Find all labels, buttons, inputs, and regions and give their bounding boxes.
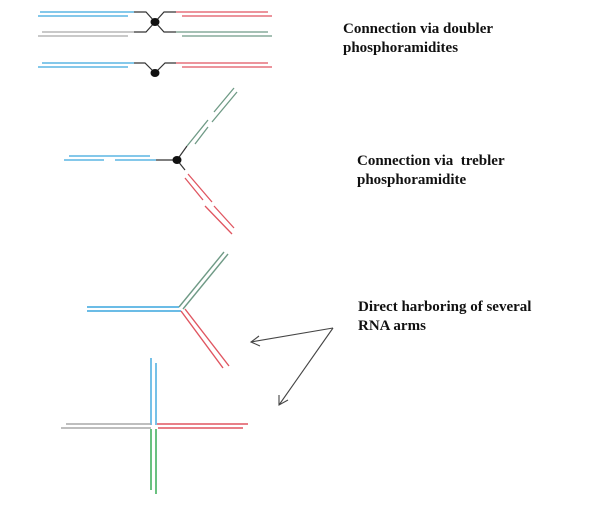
- arrow-to-three-arm: [250, 327, 334, 343]
- linker: [134, 11, 156, 23]
- green-grey-strand: [194, 126, 209, 145]
- trebler-node: [172, 156, 182, 164]
- arrowhead-icon: [278, 395, 289, 406]
- red-strand: [213, 205, 235, 229]
- arrow-to-four-arm: [278, 327, 334, 406]
- linker: [154, 62, 176, 74]
- direct-label-line-2: RNA arms: [358, 318, 426, 334]
- linker: [154, 11, 176, 23]
- doubler-label-line-2: phosphoramidites: [343, 40, 459, 56]
- green-grey-strand: [178, 251, 225, 308]
- trebler-label-line-1: Connection via trebler: [357, 153, 505, 169]
- red-strand: [204, 205, 233, 235]
- doubler-label: Connection via doubler phosphoramidites: [343, 20, 493, 58]
- linker: [134, 21, 156, 33]
- green-grey-strand: [186, 119, 209, 147]
- doubler-two-arm-structure: [38, 62, 272, 77]
- direct-harboring-label: Direct harboring of several RNA arms: [358, 298, 531, 336]
- red-strand: [184, 177, 204, 201]
- trebler-label-line-2: phosphoramidite: [357, 172, 467, 188]
- direct-three-arm-structure: [87, 251, 230, 369]
- direct-label-line-1: Direct harboring of several: [358, 299, 532, 315]
- doubler-node: [150, 69, 160, 77]
- doubler-label-line-1: Connection via doubler: [343, 21, 494, 37]
- pointer-arrows: [249, 327, 334, 406]
- green-grey-strand: [211, 91, 238, 123]
- linker: [134, 62, 156, 74]
- green-grey-strand: [213, 87, 235, 113]
- red-strand: [187, 173, 213, 203]
- green-grey-strand: [182, 253, 229, 310]
- doubler-node: [150, 18, 160, 26]
- red-strand: [184, 308, 230, 367]
- trebler-structure: [64, 87, 238, 235]
- trebler-label: Connection via trebler phosphoramidite: [357, 152, 505, 190]
- direct-four-arm-structure: [61, 358, 248, 494]
- red-strand: [180, 310, 224, 369]
- linker: [154, 21, 176, 33]
- arrowhead-icon: [249, 335, 261, 347]
- doubler-four-arm-structure: [38, 11, 272, 37]
